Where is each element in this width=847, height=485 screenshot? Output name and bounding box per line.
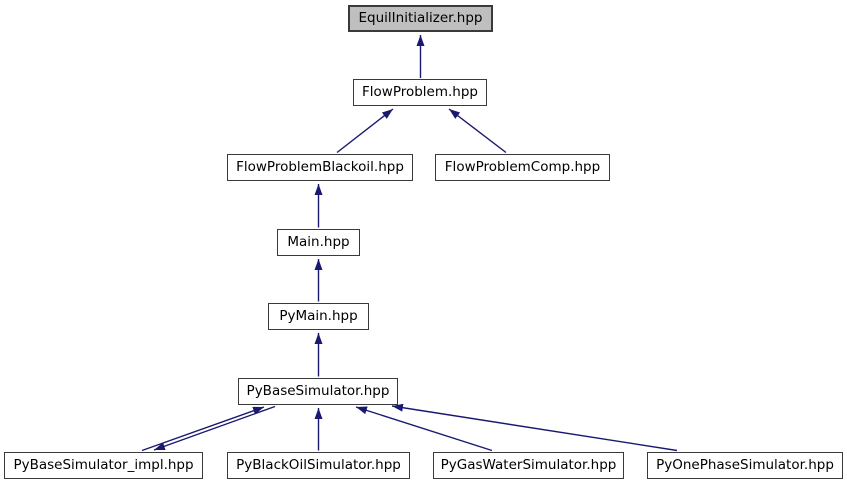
node-pybasesimulator[interactable]: PyBaseSimulator.hpp [238,378,398,405]
edge-pygaswatersimulator-to-pybasesimulator [355,406,493,452]
edge-pyonephasesimulator-to-pybasesimulator [391,403,678,452]
node-pymain[interactable]: PyMain.hpp [268,303,369,330]
node-main[interactable]: Main.hpp [277,229,360,256]
node-flowproblemblackoil[interactable]: FlowProblemBlackoil.hpp [227,154,413,181]
node-pygaswatersimulator[interactable]: PyGasWaterSimulator.hpp [433,452,624,479]
edge-pybasesimulator-to-pybasesimulator-impl [153,405,276,451]
edge-pybasesimulator-impl-to-pybasesimulator [141,406,265,452]
node-flowproblem[interactable]: FlowProblem.hpp [353,79,487,106]
node-equilinitializer[interactable]: EquilInitializer.hpp [348,5,493,32]
node-flowproblemcomp[interactable]: FlowProblemComp.hpp [435,154,610,181]
node-pyblackoilsimulator[interactable]: PyBlackOilSimulator.hpp [227,452,410,479]
edge-flowproblemblackoil-to-flowproblem [336,108,394,154]
node-pybasesimulator-impl[interactable]: PyBaseSimulator_impl.hpp [4,452,203,479]
node-pyonephasesimulator[interactable]: PyOnePhaseSimulator.hpp [647,452,843,479]
edge-flowproblemcomp-to-flowproblem [448,108,507,154]
